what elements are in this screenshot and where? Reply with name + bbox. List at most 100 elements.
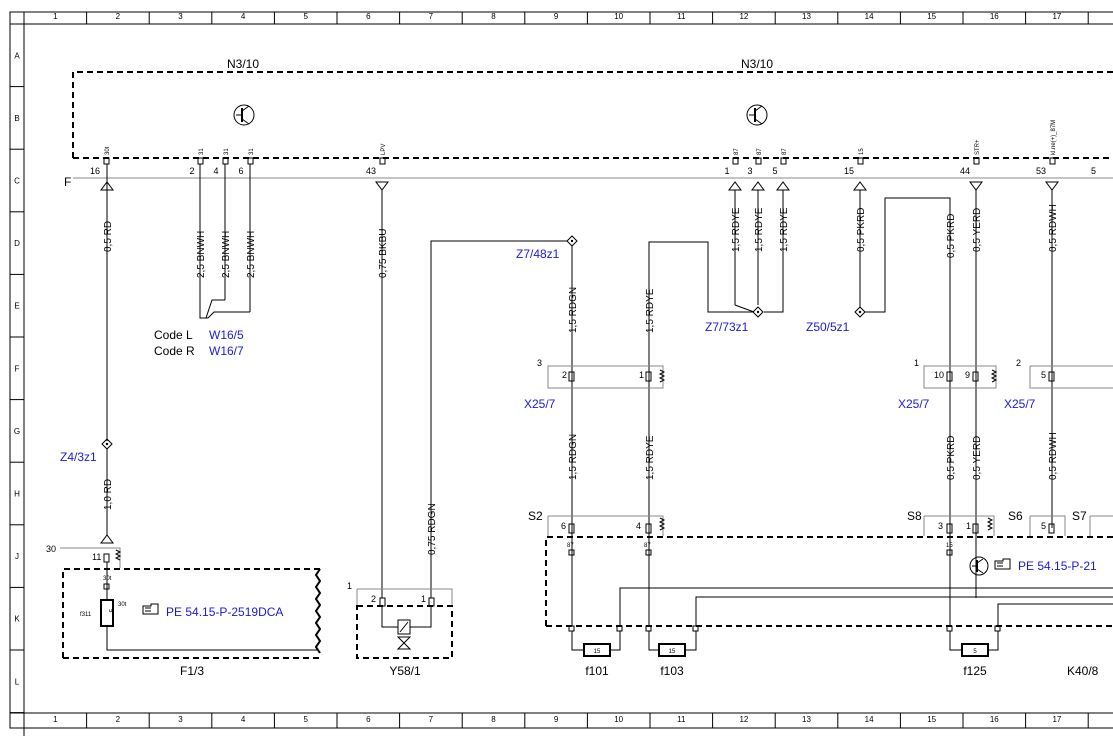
pin-signal: 31 (199, 148, 205, 155)
contact-87: 87 (644, 543, 651, 549)
pe-reference-link-left[interactable]: PE 54.15-P-2519DCA (166, 605, 283, 619)
column-number: 17 (1052, 12, 1061, 21)
contact-87: 87 (567, 543, 574, 549)
pin-signal: LPV (381, 144, 387, 155)
fuse-value: 15 (594, 649, 601, 655)
pin-6: 31 6 2,5 BNWH (238, 148, 257, 312)
pin-signal: 15 (859, 148, 865, 155)
pin-2: 31 2 2,5 BNWH (189, 148, 207, 300)
splice-z4-3z1: Z4/3z1 1,0 RD (60, 438, 114, 544)
column-number: 9 (554, 12, 559, 21)
wire-label: 1,5 RDYE (779, 207, 790, 252)
column-number: 6 (366, 715, 371, 724)
pin-signal: 30t (105, 146, 111, 155)
fuse-value: 5 (973, 649, 977, 655)
column-number: 11 (677, 12, 686, 21)
wire-label: 0,5 YERD (972, 436, 983, 480)
transistor-icon (969, 556, 989, 576)
connector-label-x25-7-c[interactable]: X25/7 (1004, 397, 1036, 411)
column-number: 16 (990, 715, 999, 724)
wire-label: 0,5 RDWH (1048, 432, 1059, 480)
connector-label-x25-7-a[interactable]: X25/7 (524, 397, 556, 411)
splice-z7-73z1: Z7/73z1 (648, 241, 764, 598)
block-number: 3 (537, 358, 542, 368)
splice-label-z4-3z1[interactable]: Z4/3z1 (60, 450, 97, 464)
wire-label: 1,5 RDYE (754, 207, 765, 252)
valve-y58-1: 1 2 1 Y58/1 (347, 581, 453, 678)
column-number: 14 (865, 715, 874, 724)
fuse-label-f103: f103 (660, 664, 684, 678)
splice-label-z7-73z1[interactable]: Z7/73z1 (705, 320, 749, 334)
pin-number: 5 (1041, 521, 1046, 531)
fuse-value: 5 (107, 609, 113, 613)
column-number: 13 (802, 12, 811, 21)
wire-label: 1,5 RDYE (645, 435, 656, 480)
code-r-ref-link[interactable]: W16/7 (209, 344, 244, 358)
wire-label: 0,5 PKRD (856, 208, 867, 252)
splice-label-z50-5z1[interactable]: Z50/5z1 (806, 320, 850, 334)
pin-5-edge: 5 (1091, 166, 1096, 176)
pin-number: 5 (1091, 166, 1096, 176)
row-letter: L (15, 677, 20, 686)
column-number: 12 (739, 715, 748, 724)
connector-x25-7-b: 1 10 9 X25/7 (898, 358, 998, 411)
column-number: 9 (554, 715, 559, 724)
connector-label-x25-7-b[interactable]: X25/7 (898, 397, 930, 411)
row-letter: A (14, 51, 20, 60)
code-r-label: Code R (154, 344, 195, 358)
wire-label: 0,5 PKRD (946, 214, 957, 258)
pointing-hand-icon (142, 603, 159, 615)
switch-label-s6: S6 (1008, 509, 1023, 523)
code-l-ref-link[interactable]: W16/5 (209, 328, 244, 342)
pin-number: 44 (960, 166, 970, 176)
row-letter: B (14, 114, 19, 123)
switch-label-s8: S8 (907, 509, 922, 523)
relay-block-s: S2 6 4 S8 3 1 S6 5 S7 87 87 15 (528, 509, 1113, 678)
wire-label: 0,5 PKRD (946, 436, 957, 480)
column-number: 1 (53, 715, 58, 724)
fuse-value: 15 (669, 649, 676, 655)
splice-z7-48z1: Z7/48z1 1,5 RDGN 1,5 RDYE 0,75 RDGN (427, 235, 656, 598)
column-number: 15 (927, 12, 936, 21)
pe-reference-link-right[interactable]: PE 54.15-P-21 (1018, 559, 1097, 573)
ground-merge: Code L W16/5 Code R W16/7 (154, 299, 250, 358)
row-letter: H (14, 490, 20, 499)
fuse-box-f1-3: 30 11 30t 5 f311 30t PE 54.15-P-2519DCA … (46, 544, 322, 678)
code-l-label: Code L (154, 328, 193, 342)
module-label-n3-10-right: N3/10 (741, 57, 773, 71)
row-letter: G (14, 427, 20, 436)
pin-number: 1 (421, 594, 426, 604)
pin-number: 3 (747, 166, 752, 176)
pin-number: 11 (92, 552, 101, 562)
column-number: 3 (178, 715, 183, 724)
pin-signal: 87 (734, 148, 740, 155)
pin-number: 15 (844, 166, 854, 176)
fuse-f103: 15 f103 (645, 625, 699, 678)
wire-label: 0,75 RDGN (427, 503, 438, 555)
column-number: 15 (927, 715, 936, 724)
pin-signal: STR+ (975, 139, 981, 155)
block-number: 1 (914, 358, 919, 368)
column-number: 14 (865, 12, 874, 21)
column-number: 7 (429, 12, 434, 21)
fuse-f101: 15 f101 (568, 625, 623, 678)
pin-44: STR+ 44 0,5 YERD (960, 139, 983, 598)
wire-label: 1,0 RD (103, 479, 114, 510)
wire-label: 1,5 RDGN (568, 287, 579, 333)
pin-number: 4 (636, 521, 641, 531)
column-number: 17 (1052, 715, 1061, 724)
column-number: 2 (116, 12, 121, 21)
splice-z50-5z1: Z50/5z1 0,5 PKRD (806, 197, 957, 598)
column-number: 5 (303, 715, 308, 724)
row-letter: E (14, 302, 19, 311)
fuse-label-f125: f125 (963, 664, 987, 678)
splice-label-z7-48z1[interactable]: Z7/48z1 (516, 247, 560, 261)
column-number: 10 (614, 12, 623, 21)
module-label-f1-3: F1/3 (180, 664, 204, 678)
pin-number: 10 (934, 370, 944, 380)
pin-number: 3 (938, 521, 943, 531)
pin-number: 2 (189, 166, 194, 176)
connector-x25-7-a: 3 2 1 X25/7 (524, 358, 666, 411)
